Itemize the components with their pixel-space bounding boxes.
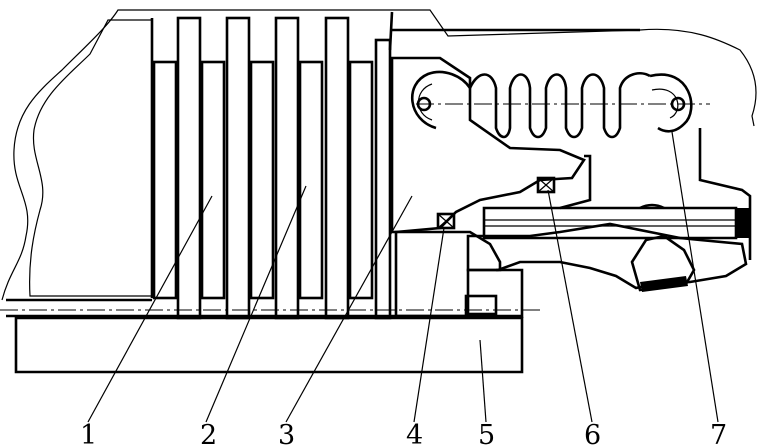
friction-disc: [324, 16, 350, 320]
hub-shaft-top: [6, 298, 522, 318]
callout-7: 7: [710, 420, 727, 446]
friction-disc: [176, 16, 202, 320]
steel-plate: [152, 60, 178, 300]
friction-disc: [225, 16, 251, 320]
housing-right-face: [698, 128, 752, 260]
steel-plate: [200, 60, 226, 300]
housing-break-line: [1, 9, 757, 301]
o-ring-seal-4: [436, 212, 456, 230]
callout-3: 3: [278, 420, 295, 446]
pressure-plate: [374, 38, 392, 320]
snap-lip: [559, 154, 592, 210]
valve-notch: [639, 203, 665, 210]
valve-housing: [466, 222, 748, 290]
leader-lines: [87, 131, 719, 423]
housing-right-outline: [388, 11, 640, 51]
callout-2: 2: [200, 420, 217, 446]
callout-5: 5: [478, 420, 495, 446]
retaining-step: [496, 268, 524, 318]
piston: [390, 56, 586, 234]
retaining-block: [464, 294, 498, 316]
spring-hook-right-inner: [651, 88, 679, 119]
callout-6: 6: [584, 420, 601, 446]
hub-shaft: [14, 316, 524, 374]
steel-plate: [298, 60, 324, 300]
friction-disc: [274, 16, 300, 320]
steel-plate: [348, 60, 374, 300]
piston-base: [394, 230, 502, 318]
return-spring: [468, 72, 651, 139]
callout-1: 1: [80, 420, 97, 446]
spring-hook-right: [649, 73, 693, 133]
ball-seat-black: [640, 276, 688, 292]
valve-cap: [736, 208, 750, 238]
o-ring-seal-6: [536, 176, 556, 194]
housing-section-left: [29, 19, 153, 297]
clutch-pack: [152, 16, 392, 320]
callout-4: 4: [406, 420, 423, 446]
o-ring-seal-4-x: [437, 213, 455, 229]
o-ring-seal-6-x: [537, 177, 555, 193]
steel-plate: [249, 60, 275, 300]
spring-hook-left: [411, 70, 472, 130]
